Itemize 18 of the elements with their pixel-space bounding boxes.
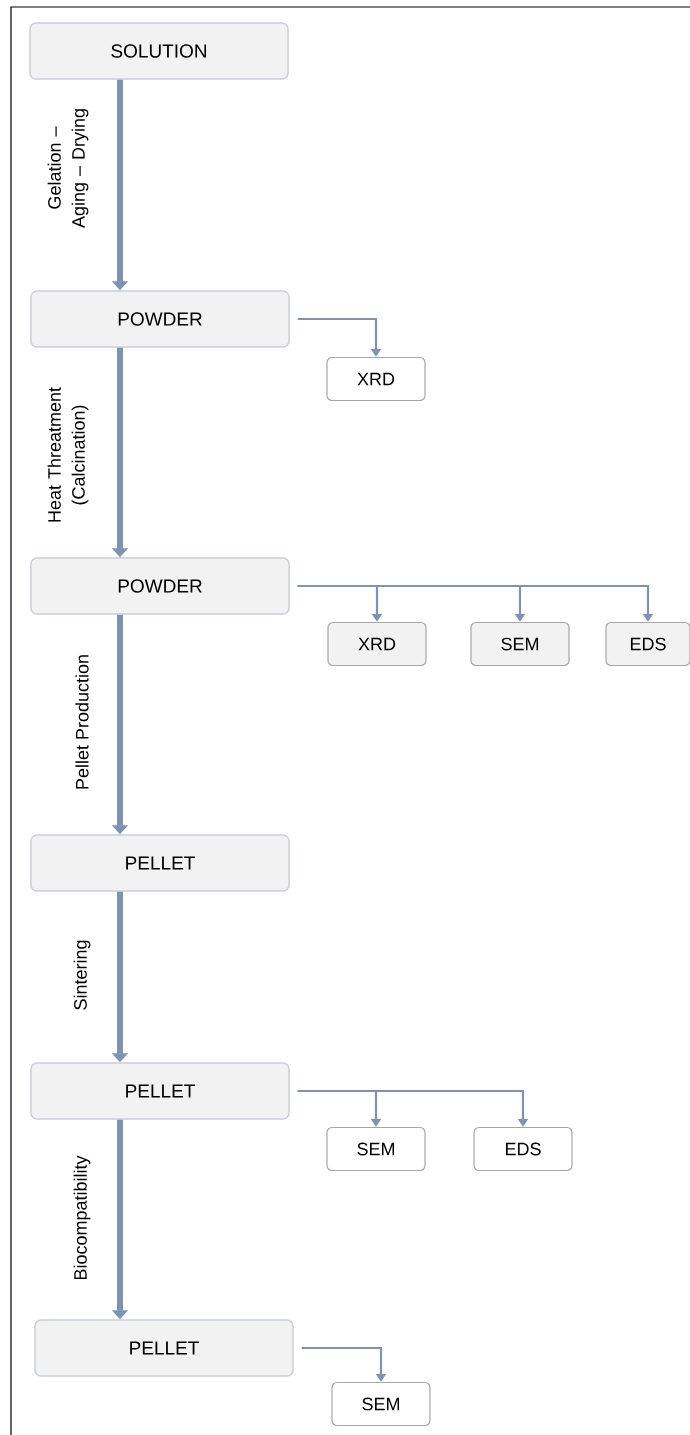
process-box: PELLET xyxy=(30,834,290,892)
edge-label: Gelation – Aging – Drying xyxy=(47,109,89,228)
analysis-box: EDS xyxy=(473,1126,573,1172)
edge-label: Heat Threatment (Calcination) xyxy=(47,387,89,522)
edge-label: Pellet Production xyxy=(75,655,89,789)
process-box: PELLET xyxy=(34,1319,294,1377)
analysis-box: SEM xyxy=(331,1381,431,1427)
edge-label: Sintering xyxy=(73,940,91,1010)
analysis-box: XRD xyxy=(327,621,427,667)
analysis-box: XRD xyxy=(326,356,426,402)
process-box: POWDER xyxy=(30,557,290,615)
analysis-box: SEM xyxy=(326,1126,426,1172)
edge-label: Biocompatibility xyxy=(73,1155,91,1280)
analysis-box: EDS xyxy=(605,621,690,667)
process-box: PELLET xyxy=(30,1062,290,1120)
analysis-box: SEM xyxy=(470,621,570,667)
process-box: POWDER xyxy=(30,290,290,348)
process-box: SOLUTION xyxy=(29,22,289,80)
